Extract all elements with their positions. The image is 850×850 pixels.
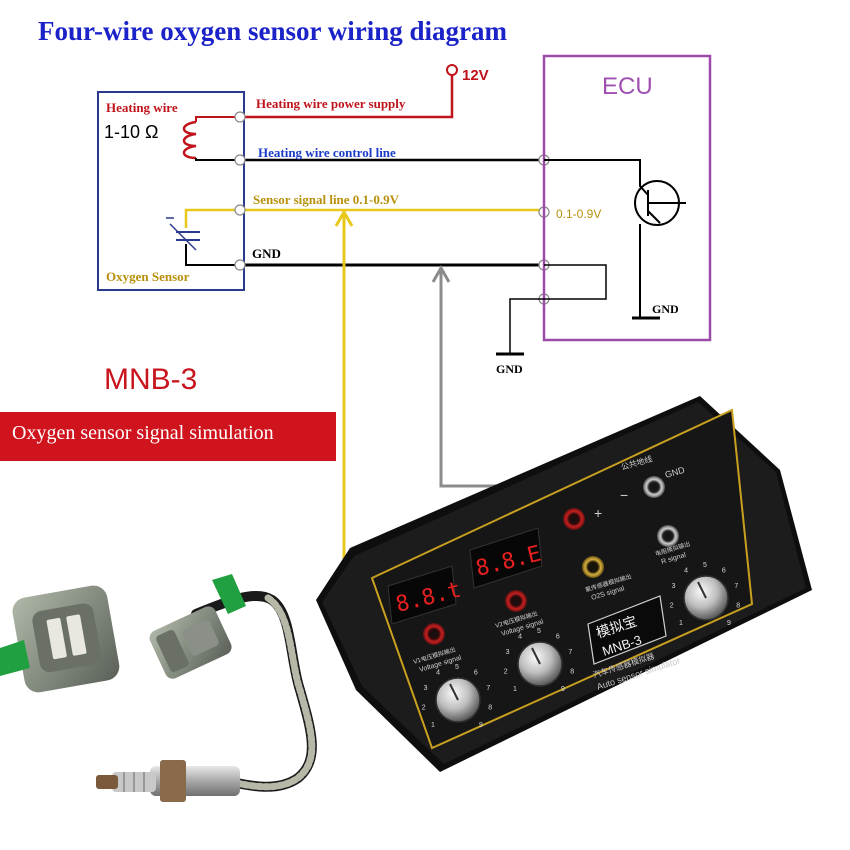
dial-number: 2 bbox=[670, 603, 674, 610]
dial-number: 2 bbox=[422, 705, 426, 712]
simulation-banner: Oxygen sensor signal simulation bbox=[0, 412, 336, 461]
signal-line-label: Sensor signal line 0.1-0.9V bbox=[253, 192, 400, 207]
dial-number: 3 bbox=[424, 685, 428, 692]
dial-number: 4 bbox=[684, 568, 688, 575]
dial-number: 1 bbox=[431, 722, 435, 729]
sensor-box bbox=[97, 91, 245, 291]
ecu-gnd-loop bbox=[544, 264, 607, 300]
dial-number: 8 bbox=[488, 705, 492, 712]
plus-jack[interactable] bbox=[563, 508, 585, 530]
dial-number: 2 bbox=[504, 669, 508, 676]
dial-number: 8 bbox=[736, 603, 740, 610]
ecu-label: ECU bbox=[602, 73, 653, 100]
knob-pointer bbox=[531, 647, 541, 665]
banner-text: Oxygen sensor signal simulation bbox=[12, 422, 274, 444]
oxygen-sensor-photo bbox=[0, 574, 317, 802]
supply-voltage-label: 12V bbox=[462, 67, 489, 84]
gnd-jack[interactable] bbox=[643, 476, 665, 498]
oxygen-sensor-label: Oxygen Sensor bbox=[106, 269, 190, 284]
dial-number: 1 bbox=[513, 686, 517, 693]
connection-points bbox=[234, 111, 550, 305]
dial-number: 9 bbox=[727, 620, 731, 627]
dial-number: 3 bbox=[672, 583, 676, 590]
dial-number: 3 bbox=[506, 649, 510, 656]
gnd-arrow-icon bbox=[431, 264, 451, 283]
r-signal-jack[interactable] bbox=[657, 525, 679, 547]
knob-pointer bbox=[449, 683, 459, 701]
r-knob[interactable]: 1 2 3 4 5 6 7 8 9 bbox=[670, 562, 741, 627]
diagram-title: Four-wire oxygen sensor wiring diagram bbox=[38, 16, 507, 46]
v2-jack[interactable] bbox=[505, 590, 527, 612]
v1-knob[interactable]: 1 2 3 4 5 6 7 8 9 bbox=[422, 664, 493, 729]
power-supply-wire bbox=[240, 72, 454, 119]
ecu-signal-range: 0.1-0.9V bbox=[556, 207, 601, 221]
chassis-gnd-label: GND bbox=[496, 362, 523, 376]
resistance-label: 1-10 Ω bbox=[104, 122, 158, 142]
dial-number: 9 bbox=[479, 722, 483, 729]
chassis-gnd-wire bbox=[509, 298, 544, 354]
dial-number: 7 bbox=[568, 649, 572, 656]
dial-number: 7 bbox=[734, 583, 738, 590]
gnd-wire-label: GND bbox=[252, 246, 281, 261]
control-line-label: Heating wire control line bbox=[258, 145, 396, 160]
knobs: 1 2 3 4 5 6 7 8 9 1 2 3 4 5 6 7 8 9 1 2 3 4 5 6 7 8 9 bbox=[422, 562, 741, 729]
power-supply-label: Heating wire power supply bbox=[256, 96, 406, 111]
dial-number: 6 bbox=[722, 568, 726, 575]
signal-arrow-icon bbox=[334, 208, 354, 227]
ecu-gnd-label: GND bbox=[652, 302, 679, 316]
o2-signal-jack[interactable] bbox=[582, 556, 604, 578]
variable-resistor-icon bbox=[166, 208, 240, 266]
dial-number: 4 bbox=[518, 634, 522, 641]
plus-label: + bbox=[594, 505, 602, 521]
dial-number: 5 bbox=[703, 562, 707, 569]
minus-label: − bbox=[620, 487, 628, 503]
dial-number: 4 bbox=[436, 670, 440, 677]
dial-number: 8 bbox=[570, 669, 574, 676]
ecu-box bbox=[542, 54, 712, 342]
dial-number: 5 bbox=[455, 664, 459, 671]
dial-number: 5 bbox=[537, 628, 541, 635]
knob-pointer bbox=[697, 581, 707, 599]
dial-number: 6 bbox=[474, 670, 478, 677]
dial-number: 9 bbox=[561, 686, 565, 693]
heating-wire-label: Heating wire bbox=[106, 100, 178, 115]
v1-jack[interactable] bbox=[423, 623, 445, 645]
dial-number: 1 bbox=[679, 620, 683, 627]
supply-terminal-icon bbox=[446, 64, 458, 76]
v2-knob[interactable]: 1 2 3 4 5 6 7 8 9 bbox=[504, 628, 575, 693]
product-name: MNB-3 bbox=[104, 363, 198, 396]
dial-number: 6 bbox=[556, 634, 560, 641]
transistor-icon bbox=[544, 159, 686, 320]
dial-number: 7 bbox=[486, 685, 490, 692]
simulator-device: 8.8.t V1 8.8.E V2 模拟宝 MNB-3 汽车传感器模拟器 Aut… bbox=[316, 396, 812, 772]
heating-coil-icon bbox=[182, 116, 240, 161]
